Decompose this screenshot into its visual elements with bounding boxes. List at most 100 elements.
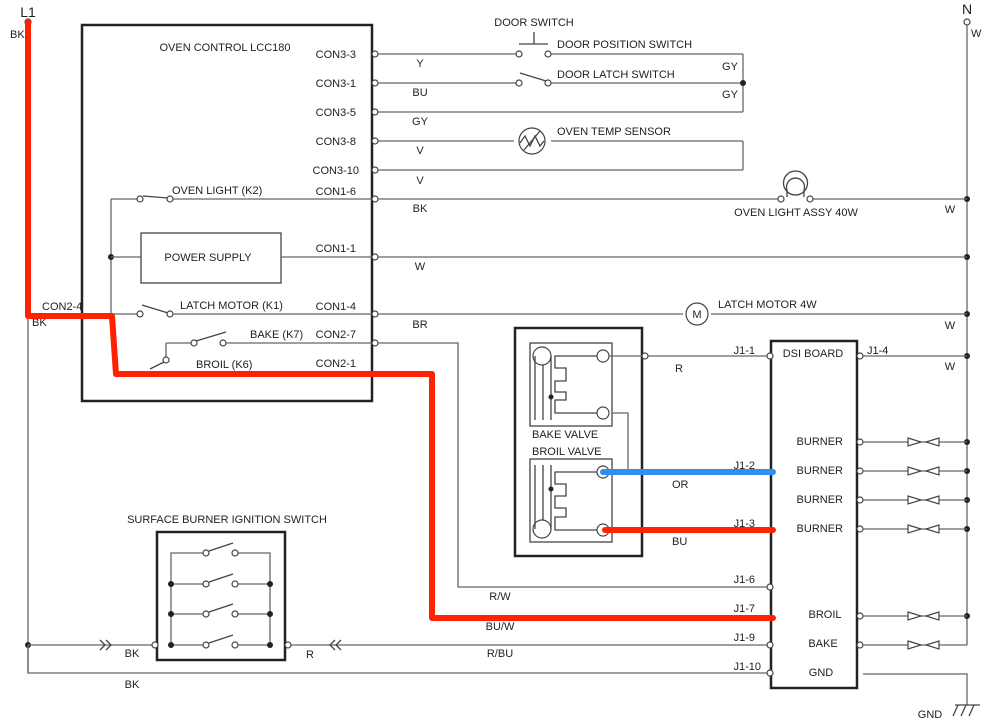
- connector-male-icon: [907, 437, 924, 447]
- oven-light-label: OVEN LIGHT ASSY 40W: [734, 207, 858, 219]
- wire-color-label: R/W: [489, 591, 511, 603]
- l1-wire-label: BK: [10, 29, 25, 41]
- pin-label: CON3-8: [316, 136, 356, 148]
- dsi-output-label: BURNER: [797, 494, 844, 506]
- pin-label: CON2-7: [316, 329, 356, 341]
- connector-female-icon: [923, 640, 940, 650]
- burner-output-connector: [856, 611, 967, 621]
- connector-female-icon: [923, 611, 940, 621]
- oven-temp-sensor-label: OVEN TEMP SENSOR: [557, 126, 671, 138]
- l1-bus: L1 BK CON2-4 BK: [10, 4, 111, 673]
- n-label: N: [962, 1, 972, 17]
- power-supply: [140, 232, 282, 284]
- dsi-pin-label: J1-7: [734, 603, 755, 615]
- dsi-pin-label: J1-9: [734, 632, 755, 644]
- burner-output-connector: [856, 524, 967, 534]
- highlight-broil-circuit: [25, 19, 776, 621]
- burner-output-connector: [856, 437, 967, 447]
- bake-valve-label: BAKE VALVE: [532, 429, 598, 441]
- burner-output-connector: [856, 495, 967, 505]
- con2-4-label: CON2-4: [42, 301, 82, 313]
- wire-color-label: W: [415, 261, 426, 273]
- dsi-output-label: BROIL: [808, 609, 841, 621]
- motor-symbol: M: [692, 309, 701, 321]
- relay-bake-label: BAKE (K7): [250, 329, 303, 341]
- ground-label: GND: [918, 709, 943, 721]
- dsi-output-label: BURNER: [797, 523, 844, 535]
- dsi-pin-label: J1-4: [867, 345, 888, 357]
- door-switch-label: DOOR SWITCH: [494, 17, 573, 29]
- pin-label: CON1-1: [316, 243, 356, 255]
- wire-color-label: BU: [412, 87, 427, 99]
- connector-male-icon: [907, 466, 924, 476]
- latch-motor-label: LATCH MOTOR 4W: [718, 299, 817, 311]
- latch-motor: M LATCH MOTOR 4W: [685, 299, 817, 326]
- dsi-board-title: DSI BOARD: [783, 348, 844, 360]
- ignition-switch-contact: [168, 573, 273, 588]
- dsi-board: DSI BOARD BURNER BURNER BURNER BURNER BR…: [733, 339, 980, 721]
- dsi-output-label: BAKE: [808, 638, 837, 650]
- relay-broil-label: BROIL (K6): [196, 359, 252, 371]
- connector-female-icon: [923, 524, 940, 534]
- pin-label: CON3-3: [316, 49, 356, 61]
- oven-control-title: OVEN CONTROL LCC180: [159, 42, 290, 54]
- power-supply-label: POWER SUPPLY: [164, 252, 252, 264]
- wire-color-label: BU: [672, 536, 687, 548]
- ignition-switch-contact: [202, 542, 239, 557]
- connector-male-icon: [907, 495, 924, 505]
- pin-label: CON3-10: [313, 165, 359, 177]
- door-latch-switch-label: DOOR LATCH SWITCH: [557, 69, 675, 81]
- pin-label: CON1-6: [316, 186, 356, 198]
- wire-color-label: R: [675, 363, 683, 375]
- wire-color-label: W: [945, 204, 956, 216]
- wire-color-label: BK: [125, 648, 140, 660]
- ignition-switch-contact: [168, 603, 273, 618]
- gas-valve-assembly: BAKE VALVE BROIL VALVE R OR BU: [513, 326, 768, 558]
- connector-female-icon: [923, 437, 940, 447]
- dsi-output-label: GND: [809, 667, 834, 679]
- oven-temp-sensor: OVEN TEMP SENSOR: [518, 126, 671, 155]
- wire-color-label: OR: [672, 479, 689, 491]
- relay-oven-light-label: OVEN LIGHT (K2): [172, 185, 262, 197]
- wire-color-label: Y: [416, 58, 424, 70]
- dsi-output-label: BURNER: [797, 436, 844, 448]
- burner-output-connector: [856, 466, 967, 476]
- connector-female-icon: [923, 495, 940, 505]
- connector-male-icon: [907, 611, 924, 621]
- wire-color-label: R/BU: [487, 648, 513, 660]
- wire-color-label: BU/W: [486, 621, 515, 633]
- wire-color-label: V: [416, 175, 424, 187]
- wire-color-label: R: [306, 649, 314, 661]
- pin-label: CON3-1: [316, 78, 356, 90]
- connector-male-icon: [907, 640, 924, 650]
- dsi-pin-label: J1-10: [733, 661, 761, 673]
- wire-color-label: GY: [412, 116, 429, 128]
- wire-color-label: GY: [722, 89, 739, 101]
- wire-color-label: BK: [413, 203, 428, 215]
- broil-valve-label: BROIL VALVE: [532, 446, 602, 458]
- neutral-bus: N W: [962, 1, 982, 645]
- wire-color-label: BR: [412, 319, 427, 331]
- n-wire-label: W: [971, 28, 982, 40]
- oven-control-board: OVEN CONTROL LCC180 CON3-3 CON3-1 CON3-5…: [80, 23, 432, 403]
- pin-label: CON2-1: [316, 358, 356, 370]
- dsi-output-label: BURNER: [797, 465, 844, 477]
- oven-light: OVEN LIGHT ASSY 40W: [734, 170, 858, 219]
- dsi-pin-label: J1-6: [734, 574, 755, 586]
- ignition-switch-label: SURFACE BURNER IGNITION SWITCH: [127, 514, 327, 526]
- wire-color-label: GY: [722, 61, 739, 73]
- door-position-switch-label: DOOR POSITION SWITCH: [557, 39, 692, 51]
- connector-female-icon: [923, 466, 940, 476]
- control-wiring: Y BU GY V V BK W BR GY GY W W W: [378, 53, 967, 588]
- pin-label: CON3-5: [316, 107, 356, 119]
- wire-color-label: BK: [125, 679, 140, 691]
- pin-label: CON1-4: [316, 301, 356, 313]
- l1-label: L1: [20, 4, 36, 20]
- ignition-switch-contact: [168, 634, 273, 649]
- con2-4-wire-label: BK: [32, 317, 47, 329]
- connector-male-icon: [907, 524, 924, 534]
- relay-latch-motor-label: LATCH MOTOR (K1): [180, 300, 283, 312]
- wire-color-label: W: [945, 320, 956, 332]
- wire-color-label: W: [945, 361, 956, 373]
